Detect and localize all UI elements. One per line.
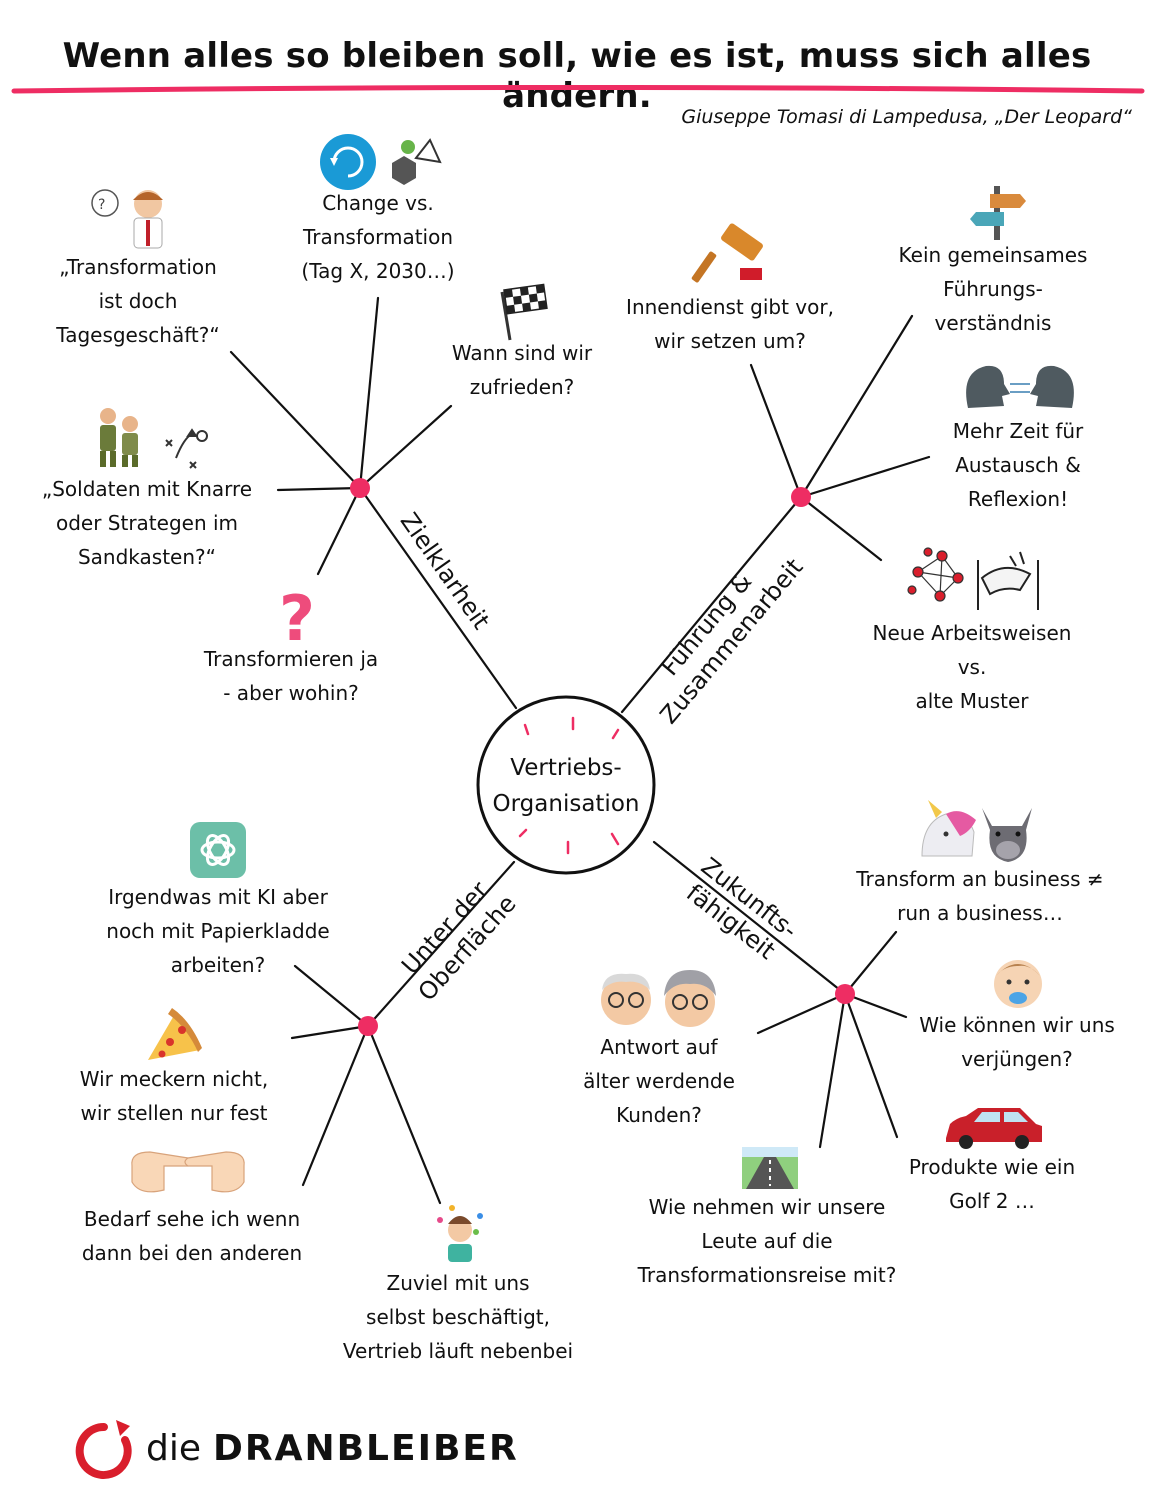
old-couple-icon [601, 970, 716, 1027]
center-label: Vertriebs- Organisation [492, 755, 640, 817]
talking-heads-icon [966, 365, 1074, 408]
network-icon [907, 547, 964, 602]
title-underline [11, 85, 1145, 94]
confused-man-icon: ? [91, 189, 163, 249]
handshake-icon [977, 551, 1039, 610]
center-circle [476, 695, 656, 875]
branch-lines [229, 296, 931, 1205]
gavel-icon [691, 223, 763, 283]
label-transform: Transform an business ≠run a business… [856, 867, 1104, 925]
label-innendienst: Innendienst gibt vor,wir setzen um? [626, 295, 834, 353]
juggler-icon [437, 1205, 483, 1262]
road-icon [742, 1147, 798, 1189]
dranbleiber-logo-icon [75, 1420, 132, 1479]
checkered-flag-icon [500, 283, 548, 341]
signpost-icon [970, 186, 1026, 240]
baby-icon [994, 960, 1042, 1008]
footer-brand: die DRANBLEIBER [76, 1418, 519, 1478]
shapes-icon [392, 138, 442, 185]
center-sparkles [518, 716, 620, 855]
car-icon [946, 1108, 1042, 1149]
ai-logo-icon [190, 822, 246, 878]
question-mark-icon: ? [279, 582, 315, 655]
pointing-hands-icon [131, 1151, 245, 1193]
footer-brand-name: DRANBLEIBER [213, 1427, 519, 1469]
label-meckern: Wir meckern nicht,wir stellen nur fest [79, 1067, 269, 1125]
pizza-icon [148, 1008, 202, 1060]
change-circle-icon [320, 134, 376, 190]
quote-attribution: Giuseppe Tomasi di Lampedusa, „Der Leopa… [681, 106, 1132, 128]
label-wohin: Transformieren ja- aber wohin? [203, 647, 379, 705]
hub-dots [350, 478, 855, 1036]
svg-text:?: ? [98, 197, 105, 213]
page-title: Wenn alles so bleiben soll, wie es ist, … [62, 36, 1092, 116]
label-change: Change vs.Transformation(Tag X, 2030…) [301, 191, 455, 283]
footer-die: die [146, 1427, 202, 1469]
soldiers-icon [100, 408, 138, 467]
donkey-icon [982, 808, 1032, 862]
unicorn-icon [921, 800, 976, 857]
tactics-icon [165, 428, 208, 469]
